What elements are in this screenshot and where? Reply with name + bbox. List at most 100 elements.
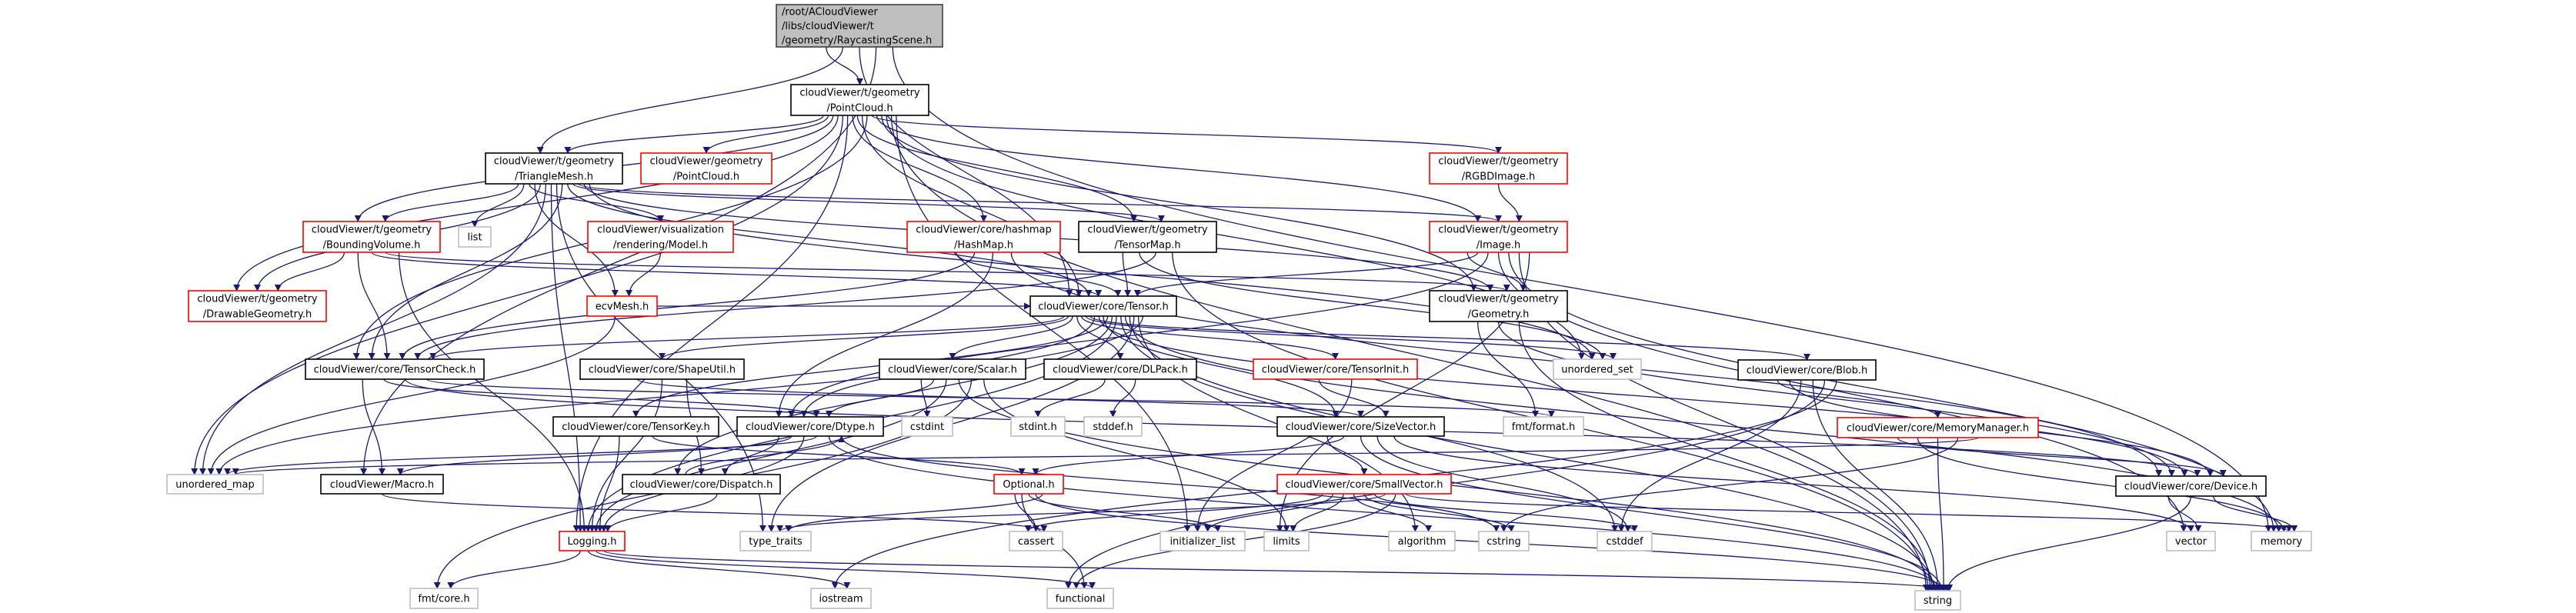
- node-label: cloudViewer/core/Tensor.h: [1038, 302, 1169, 313]
- edge-smallvector-to-memory: [1405, 493, 2293, 532]
- node-hashmap[interactable]: cloudViewer/core/hashmap/HashMap.h: [906, 221, 1061, 253]
- node-box: [458, 226, 492, 248]
- edge-tpointcloud-to-hashmap: [852, 115, 987, 222]
- node-box: [1043, 358, 1197, 380]
- node-list: list: [458, 226, 492, 248]
- edge-image-to-tensor: [1133, 252, 1479, 297]
- edge-trianglemesh-to-list: [471, 183, 525, 228]
- node-stddef: stddef.h: [1083, 416, 1143, 437]
- edge-macro-to-cassert: [381, 493, 1048, 532]
- edge-smallvector-to-cstddef: [1373, 493, 1638, 532]
- node-box: [166, 474, 264, 495]
- node-optional[interactable]: Optional.h: [993, 474, 1064, 495]
- node-box: [1478, 531, 1530, 551]
- node-dlpack[interactable]: cloudViewer/core/DLPack.h: [1043, 358, 1197, 380]
- node-unordered_map: unordered_map: [166, 474, 264, 495]
- edge-tensorkey-to-logging: [596, 435, 620, 532]
- node-device[interactable]: cloudViewer/core/Device.h: [2115, 475, 2267, 497]
- node-box: [1837, 417, 2039, 438]
- edge-sizevector-to-string: [1360, 435, 1945, 591]
- edge-device-to-memory: [2213, 495, 2298, 532]
- node-label: algorithm: [1398, 536, 1446, 548]
- node-tensorcheck[interactable]: cloudViewer/core/TensorCheck.h: [305, 358, 485, 380]
- node-label: /Geometry.h: [1468, 309, 1530, 321]
- edge-dtype-to-unordered_map: [224, 435, 817, 475]
- node-label: iostream: [819, 594, 863, 605]
- node-label: cstdint: [910, 421, 944, 433]
- node-label: vector: [2175, 536, 2207, 548]
- node-memory: memory: [2251, 531, 2312, 551]
- node-label: cloudViewer/t/geometry: [1438, 225, 1559, 236]
- node-tensorinit[interactable]: cloudViewer/core/TensorInit.h: [1253, 358, 1418, 380]
- edge-device-to-vector: [2167, 495, 2202, 532]
- node-box: [1083, 416, 1143, 437]
- node-image[interactable]: cloudViewer/t/geometry/Image.h: [1429, 221, 1568, 253]
- node-label: /geometry/RaycastingScene.h: [782, 35, 932, 46]
- edge-trianglemesh-to-tensormap: [572, 183, 1165, 222]
- node-drawable[interactable]: cloudViewer/t/geometry/DrawableGeometry.…: [188, 290, 327, 322]
- node-label: cloudViewer/core/hashmap: [916, 225, 1051, 236]
- node-smallvector[interactable]: cloudViewer/core/SmallVector.h: [1276, 474, 1452, 495]
- edge-tensor-to-blob: [1089, 315, 1810, 361]
- edge-dtype-to-string: [828, 435, 1944, 591]
- node-label: /root/ACloudViewer: [782, 7, 878, 18]
- edge-logging-to-string: [603, 550, 1953, 591]
- node-memorymanager[interactable]: cloudViewer/core/MemoryManager.h: [1837, 417, 2039, 438]
- edge-tensor-to-device: [1098, 315, 2188, 477]
- node-blob[interactable]: cloudViewer/core/Blob.h: [1737, 359, 1877, 381]
- edge-tpointcloud-to-unordered_map: [191, 115, 844, 475]
- edge-geometry-to-device: [1497, 321, 2175, 477]
- edge-tpointcloud-to-trianglemesh: [564, 115, 824, 154]
- node-label: Logging.h: [568, 536, 617, 548]
- node-root[interactable]: /root/ACloudViewer/libs/cloudViewer/t/ge…: [776, 4, 943, 48]
- edge-hashmap-to-tensor: [956, 252, 1122, 297]
- edge-device-to-string: [1944, 495, 2192, 591]
- edge-dispatch-to-logging: [604, 493, 718, 532]
- edge-tensorinit-to-initializer_list: [1193, 378, 1353, 532]
- edge-memorymanager-to-unordered_map: [232, 437, 1979, 475]
- node-scalar[interactable]: cloudViewer/core/Scalar.h: [879, 358, 1026, 380]
- node-ecvmesh[interactable]: ecvMesh.h: [586, 295, 658, 317]
- node-geometry[interactable]: cloudViewer/t/geometry/Geometry.h: [1429, 290, 1568, 322]
- edge-smallvector-to-initializer_list: [1204, 493, 1333, 532]
- node-box: [552, 416, 719, 437]
- node-rgbd[interactable]: cloudViewer/t/geometry/RGBDImage.h: [1429, 152, 1568, 185]
- edge-tpointcloud-to-image: [876, 115, 1482, 222]
- edge-dlpack-to-stddef: [1109, 378, 1136, 418]
- node-gpointcloud[interactable]: cloudViewer/geometry/PointCloud.h: [640, 152, 772, 185]
- node-tensor[interactable]: cloudViewer/core/Tensor.h: [1029, 295, 1177, 317]
- node-tensorkey[interactable]: cloudViewer/core/TensorKey.h: [552, 416, 719, 437]
- node-dtype[interactable]: cloudViewer/core/Dtype.h: [736, 416, 884, 437]
- node-box: [305, 358, 485, 380]
- node-label: cloudViewer/visualization: [597, 225, 724, 236]
- node-box: [810, 588, 872, 609]
- node-label: /RGBDImage.h: [1462, 172, 1536, 183]
- edge-model-to-ecvmesh: [626, 252, 662, 297]
- node-label: cloudViewer/core/SmallVector.h: [1285, 479, 1443, 491]
- node-trianglemesh[interactable]: cloudViewer/t/geometry/TriangleMesh.h: [485, 152, 623, 185]
- edge-root-to-tpointcloud: [826, 46, 863, 85]
- edge-tensorcheck-to-dtype: [383, 378, 820, 418]
- edge-trianglemesh-to-tensorcheck: [368, 183, 563, 360]
- node-bounding[interactable]: cloudViewer/t/geometry/BoundingVolume.h: [302, 221, 441, 253]
- node-label: cloudViewer/core/Blob.h: [1747, 365, 1867, 377]
- node-label: /Image.h: [1477, 240, 1520, 252]
- edge-bounding-to-drawable: [274, 252, 345, 292]
- node-tpointcloud[interactable]: cloudViewer/t/geometry/PointCloud.h: [790, 84, 929, 116]
- edge-optional-to-type_traits: [785, 493, 1043, 532]
- node-label: Optional.h: [1003, 479, 1054, 491]
- node-box: [1160, 531, 1246, 551]
- node-box: [1009, 531, 1063, 551]
- edge-dtype-to-cstring: [841, 435, 1500, 532]
- node-logging[interactable]: Logging.h: [559, 531, 626, 551]
- edge-blob-to-cstddef: [1617, 379, 1802, 532]
- node-shapeutil[interactable]: cloudViewer/core/ShapeUtil.h: [579, 358, 745, 380]
- node-label: cloudViewer/geometry: [650, 156, 763, 168]
- node-box: [1010, 416, 1066, 437]
- node-macro[interactable]: cloudViewer/Macro.h: [320, 474, 444, 495]
- node-sizevector[interactable]: cloudViewer/core/SizeVector.h: [1276, 416, 1445, 437]
- edge-tpointcloud-to-geometry: [881, 115, 1477, 292]
- node-dispatch[interactable]: cloudViewer/core/Dispatch.h: [622, 474, 781, 495]
- node-model[interactable]: cloudViewer/visualization/rendering/Mode…: [587, 221, 734, 253]
- node-tensormap[interactable]: cloudViewer/t/geometry/TensorMap.h: [1078, 221, 1217, 253]
